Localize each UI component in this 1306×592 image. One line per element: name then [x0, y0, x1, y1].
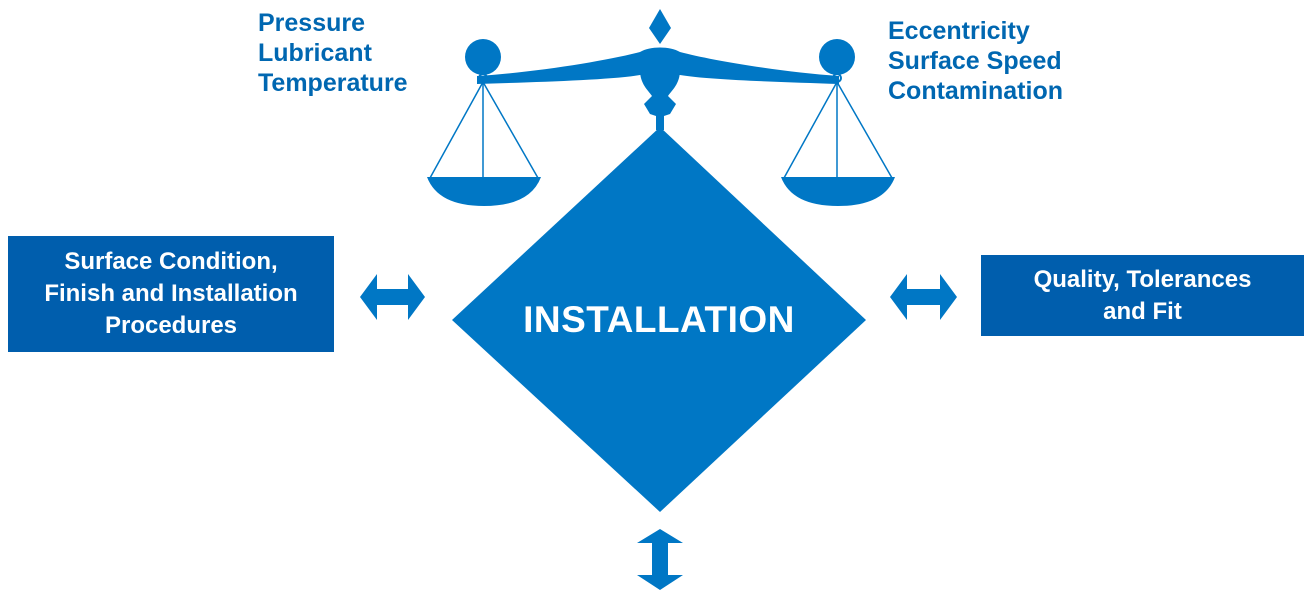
surface-condition-box: Surface Condition, Finish and Installati… [8, 236, 334, 352]
right-factor-item: Contamination [888, 77, 1063, 105]
left-pan-strings-icon [429, 81, 539, 179]
left-pan-icon [427, 177, 541, 206]
right-box-line: and Fit [1103, 297, 1182, 325]
left-box-line: Finish and Installation [44, 280, 298, 307]
installation-label: INSTALLATION [523, 299, 795, 340]
right-box-background [981, 255, 1304, 336]
left-box-background [8, 236, 334, 352]
left-box-line: Procedures [104, 312, 238, 339]
left-factor-item: Lubricant [258, 39, 372, 67]
left-double-arrow-icon [360, 274, 425, 320]
left-factor-item: Temperature [258, 69, 408, 97]
right-pan-strings-icon [783, 81, 893, 179]
quality-tolerances-box: Quality, Tolerances and Fit [981, 255, 1304, 336]
right-factor-item: Eccentricity [888, 17, 1030, 45]
right-pan-factor-list: Eccentricity Surface Speed Contamination [888, 16, 1063, 106]
bottom-double-arrow-icon [637, 529, 683, 590]
right-factor-item: Surface Speed [888, 47, 1062, 75]
installation-diamond-icon [452, 127, 866, 512]
scale-column-icon [640, 52, 680, 130]
right-double-arrow-icon [890, 274, 957, 320]
left-beam-knob-icon [465, 39, 501, 75]
left-pan-factor-list: Pressure Lubricant Temperature [258, 8, 408, 98]
left-box-line: Surface Condition, [64, 248, 278, 275]
left-factor-item: Pressure [258, 9, 366, 37]
right-beam-knob-icon [819, 39, 855, 75]
scale-finial-icon [649, 9, 671, 44]
right-box-line: Quality, Tolerances [1033, 265, 1252, 293]
right-pan-icon [781, 177, 895, 206]
